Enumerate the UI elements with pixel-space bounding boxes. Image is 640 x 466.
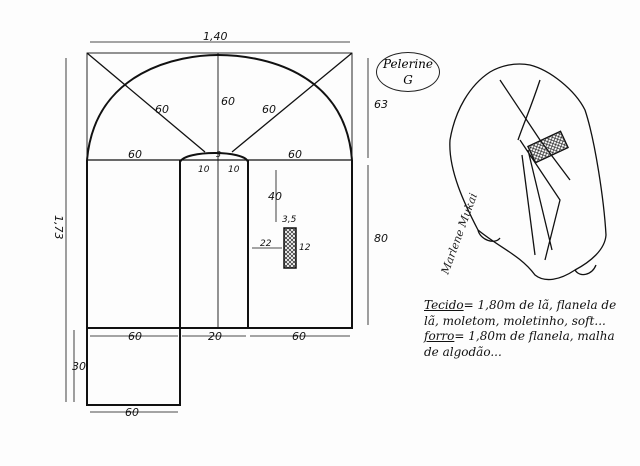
title-name: Pelerine <box>383 57 433 71</box>
label-top-left: 60 <box>128 148 142 161</box>
label-body-height: 80 <box>374 232 388 245</box>
materials-note: Tecido= 1,80m de lã, flanela de lã, mole… <box>424 298 624 360</box>
label-slot-height: 12 <box>299 243 311 253</box>
diag-right <box>231 52 353 153</box>
label-radius-center: 60 <box>221 95 235 108</box>
label-neck-depth: 3 <box>216 150 221 159</box>
lining-text: = 1,80m de flanela, malha de algodão... <box>424 329 615 359</box>
slot-rect <box>283 227 297 269</box>
label-neck-right: 10 <box>228 165 240 175</box>
label-top-right: 60 <box>288 148 302 161</box>
neck-arc <box>179 152 249 163</box>
label-tail-width: 60 <box>125 406 139 419</box>
label-slot-width: 3,5 <box>282 215 297 225</box>
label-height-total: 1,73 <box>52 215 65 240</box>
body-outline <box>86 160 353 406</box>
signature: Marlene Mukai <box>438 191 480 277</box>
title-size: G <box>403 73 413 87</box>
label-radius-left: 60 <box>155 103 169 116</box>
label-bottom-center: 20 <box>208 330 222 343</box>
label-radius-right: 60 <box>262 103 276 116</box>
lining-label: forro <box>424 329 455 343</box>
cape-arc <box>86 53 353 161</box>
label-tail-height: 30 <box>72 360 86 373</box>
label-slot-top: 40 <box>268 190 282 203</box>
bounding-rect <box>86 52 353 161</box>
shawl-illustration <box>449 63 607 281</box>
label-width-total: 1,40 <box>203 30 228 43</box>
label-bottom-right: 60 <box>292 330 306 343</box>
fabric-text: = 1,80m de lã, flanela de lã, moletom, m… <box>424 298 617 328</box>
label-arc-height: 63 <box>374 98 388 111</box>
fabric-label: Tecido <box>424 298 464 312</box>
label-neck-left: 10 <box>198 165 210 175</box>
label-bottom-left: 60 <box>128 330 142 343</box>
diag-left <box>86 52 206 153</box>
pattern-title: Pelerine G <box>376 52 440 92</box>
label-slot-side: 22 <box>260 239 272 249</box>
